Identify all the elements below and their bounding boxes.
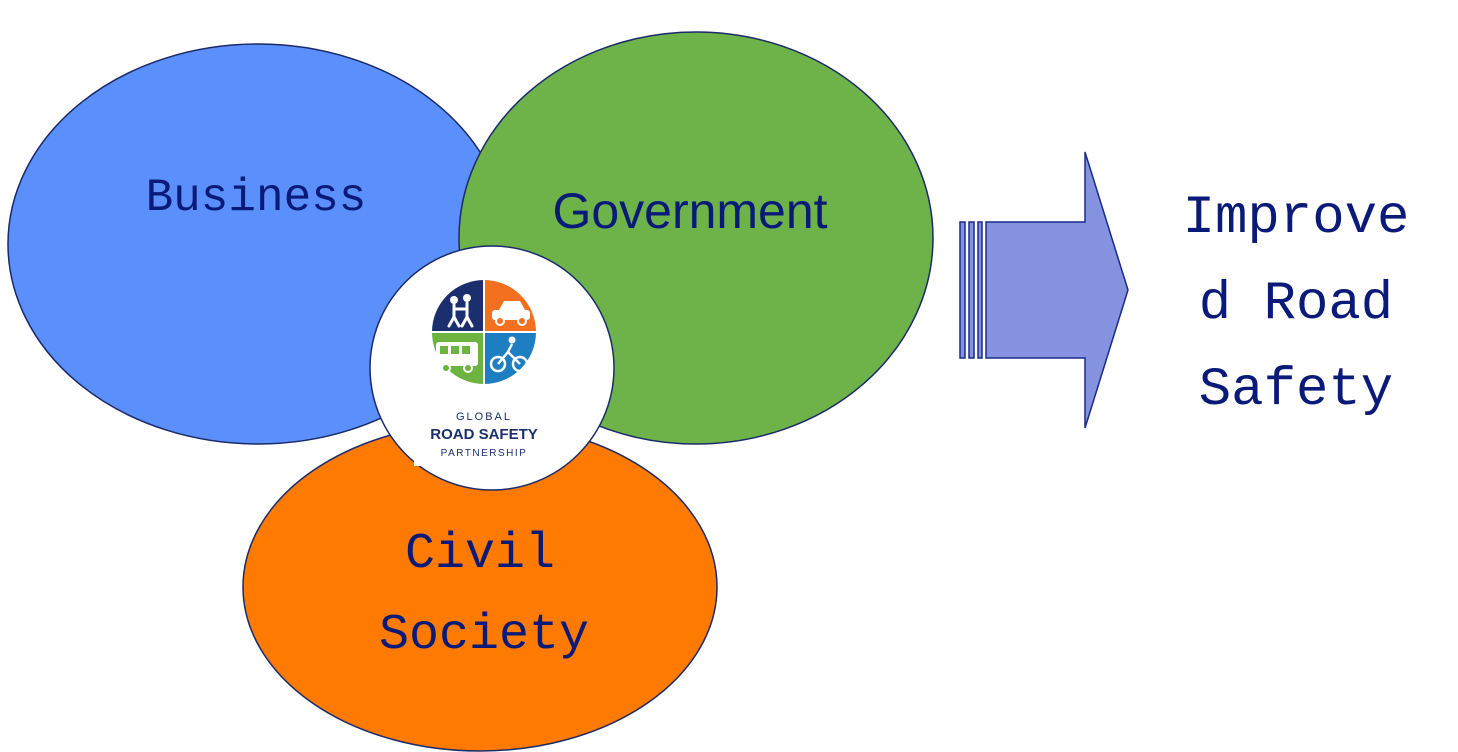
road-safety-logo	[432, 280, 536, 384]
logo-text-global: GLOBAL	[456, 411, 512, 423]
outcome-line3: Safety	[1199, 360, 1393, 421]
logo-notch	[414, 452, 426, 466]
civil-society-label-line2: Society	[379, 607, 589, 664]
government-label: Government	[552, 183, 827, 239]
logo-text-partnership: PARTNERSHIP	[441, 448, 528, 459]
outcome-arrow	[959, 151, 1129, 429]
outcome-line2: d Road	[1199, 274, 1393, 335]
cyclist-icon	[489, 336, 529, 373]
bus-icon	[436, 342, 478, 373]
car-icon	[492, 301, 530, 326]
outcome-line1: Improve	[1183, 188, 1410, 249]
logo-text-road-safety: ROAD SAFETY	[430, 426, 538, 443]
civil-society-label-line1: Civil	[405, 526, 555, 583]
pedestrians-icon	[447, 294, 474, 328]
business-label: Business	[146, 172, 367, 224]
